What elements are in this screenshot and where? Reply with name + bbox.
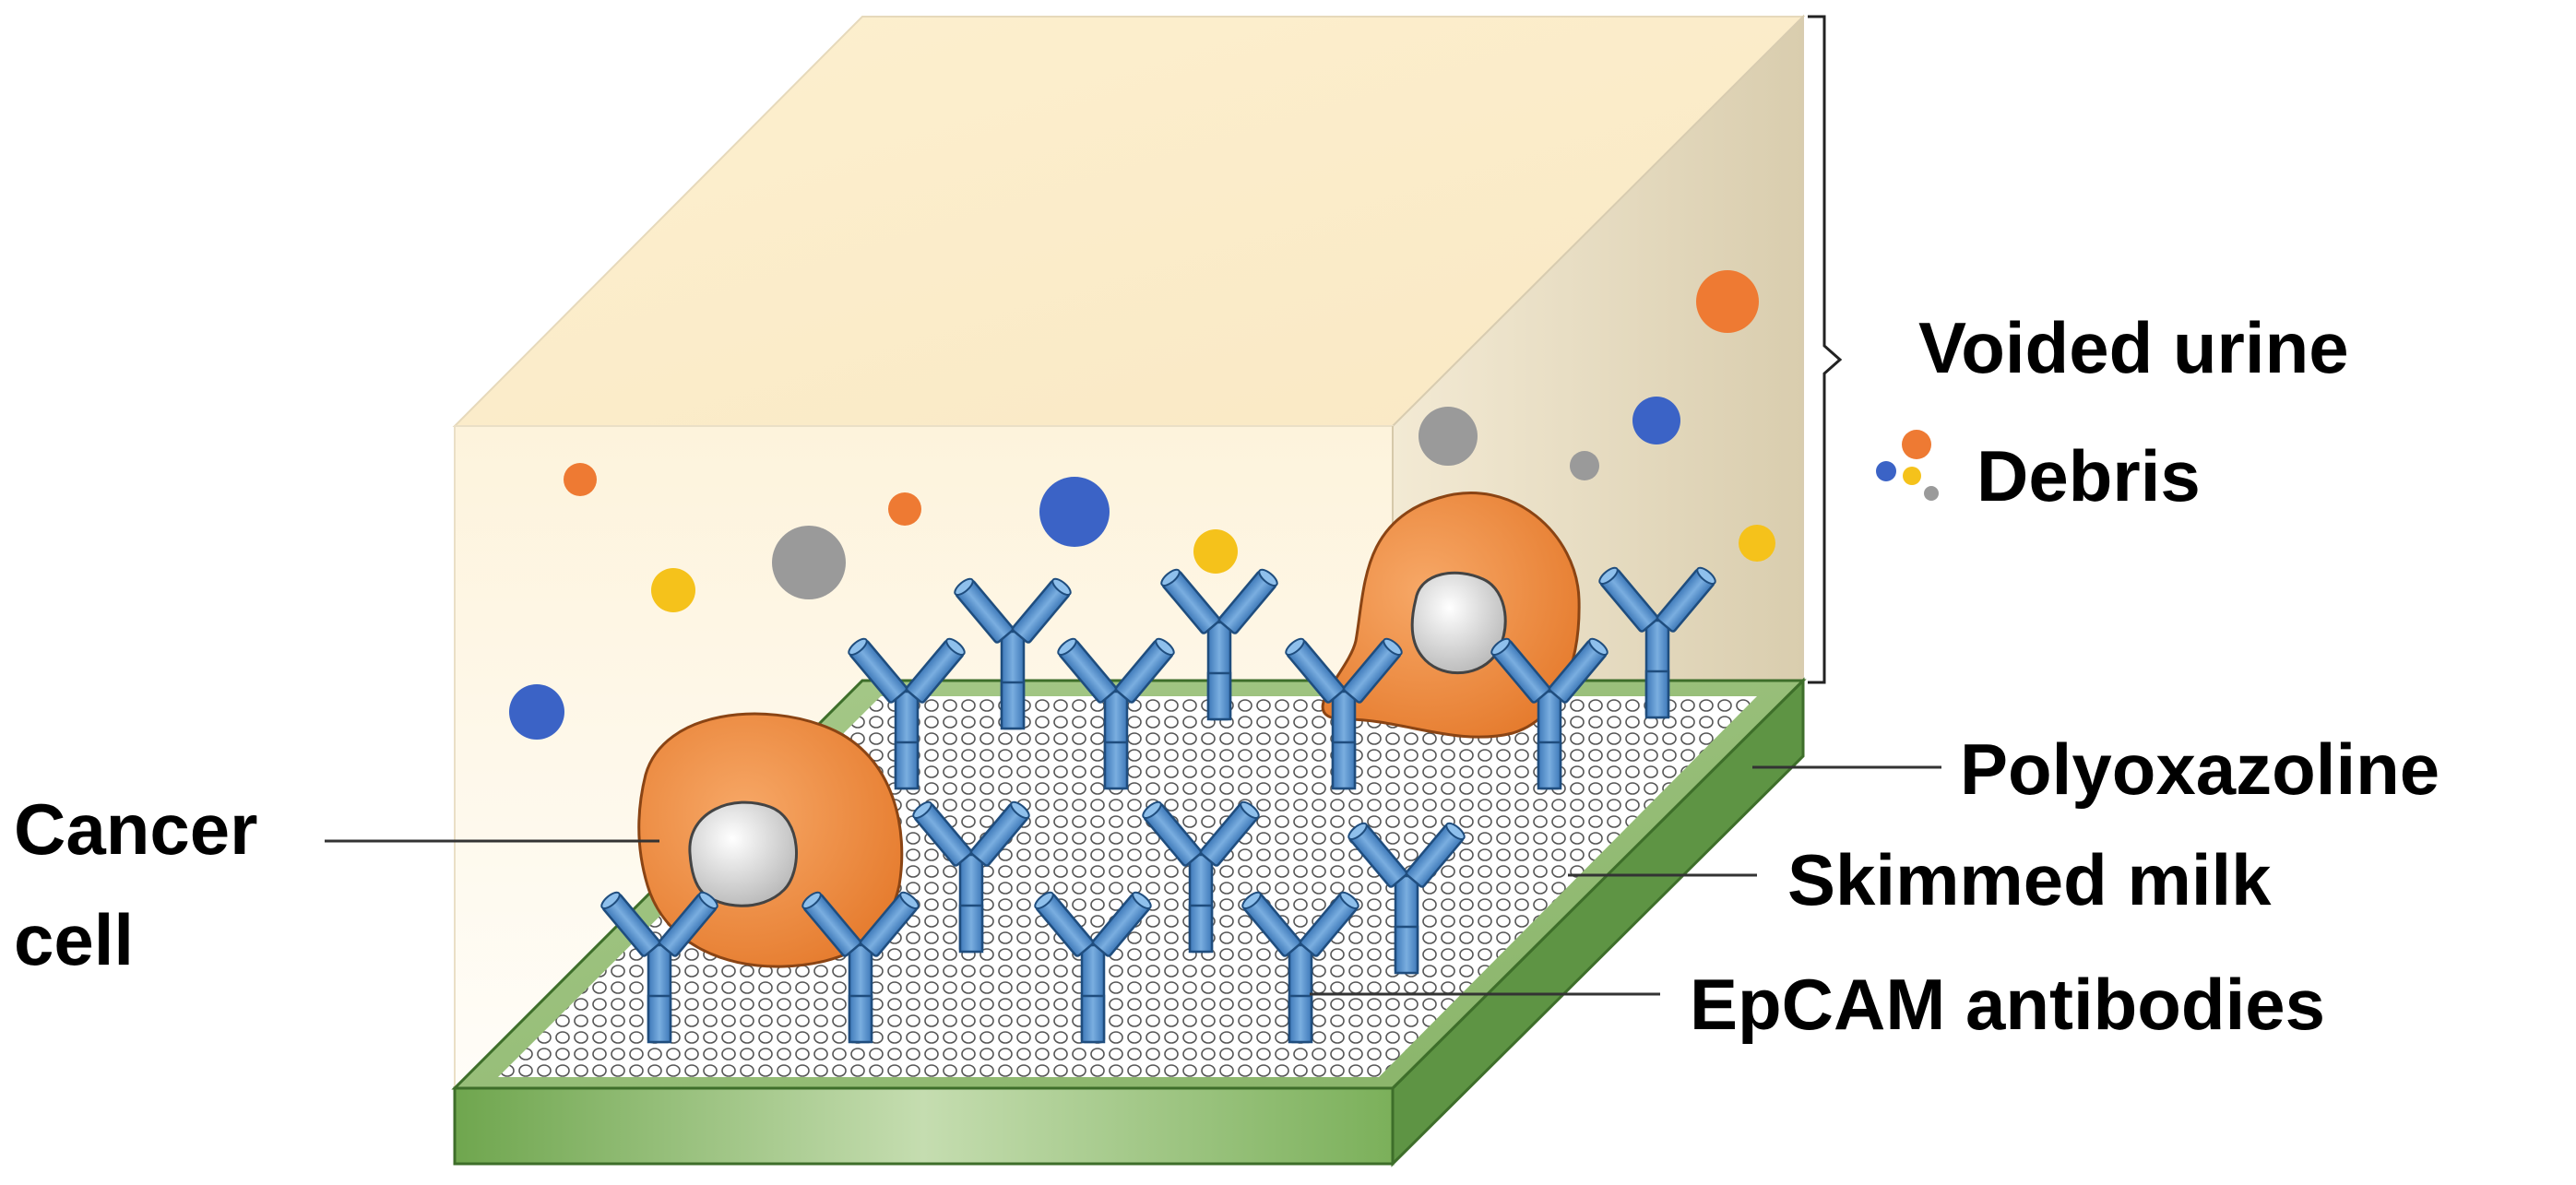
debris-particle [888,492,921,526]
debris-particle [1039,477,1110,547]
skimmed-milk-label: Skimmed milk [1787,839,2272,920]
epcam-antibodies-label: EpCAM antibodies [1690,964,2326,1045]
debris-label: Debris [1977,435,2201,516]
debris-particle [1419,407,1478,466]
debris-legend-icon [1876,430,1939,501]
debris-particle [1696,270,1759,333]
debris-particles [509,270,1775,740]
debris-particle [564,463,597,496]
debris-particle [1739,525,1775,562]
substrate-front-face [453,1086,1395,1166]
debris-particle [772,526,846,599]
cancer-cell-label-line1: Cancer [14,788,258,870]
debris-particle [651,568,695,612]
voided-urine-label: Voided urine [1918,307,2349,388]
voided-urine-bracket [1808,15,1843,684]
cancer-cell-label-line2: cell [14,899,135,980]
debris-particle [1570,451,1599,480]
debris-particle [509,684,564,740]
polyoxazoline-label: Polyoxazoline [1960,729,2440,810]
debris-particle [1632,397,1680,444]
debris-particle [1193,529,1238,574]
